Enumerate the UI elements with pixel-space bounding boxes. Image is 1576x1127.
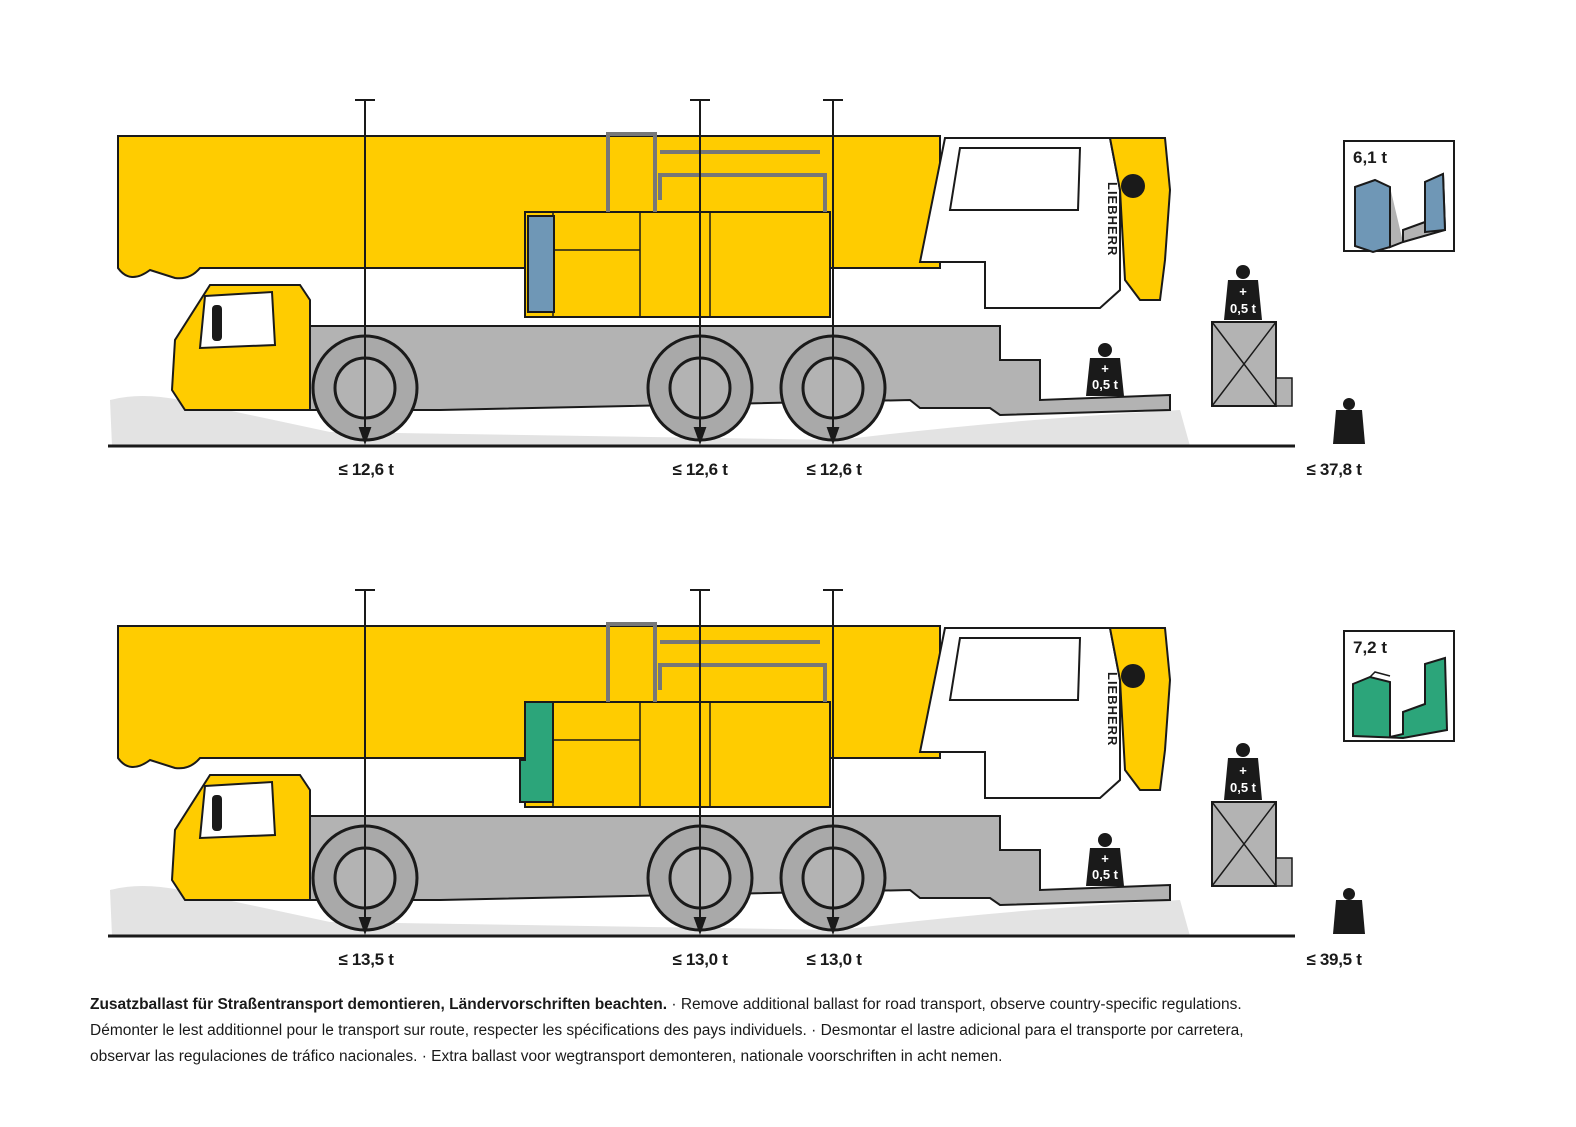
ballast-panel: 6,1 t bbox=[1343, 140, 1455, 254]
weight-outrigger: + 0,5 t bbox=[1086, 343, 1124, 396]
axle-arrow-1 bbox=[355, 99, 375, 445]
railing bbox=[606, 132, 827, 212]
liebherr-logo: LIEBHERR bbox=[1105, 672, 1120, 746]
weight-crate: + 0,5 t bbox=[1224, 265, 1262, 320]
weight-outrigger: + 0,5 t bbox=[1086, 833, 1124, 886]
total-weight: ≤ 37,8 t bbox=[1306, 460, 1362, 479]
caption: Zusatzballast für Straßentransport demon… bbox=[90, 992, 1290, 1070]
axle-arrow-3 bbox=[823, 99, 843, 445]
svg-text:+: + bbox=[1239, 284, 1247, 299]
liebherr-logo: LIEBHERR bbox=[1105, 182, 1120, 256]
superstructure bbox=[524, 701, 831, 808]
svg-text:0,5 t: 0,5 t bbox=[1092, 867, 1119, 882]
axle-load-2: ≤ 12,6 t bbox=[672, 460, 728, 479]
svg-text:0,5 t: 0,5 t bbox=[1230, 780, 1257, 795]
ballast-panel: 7,2 t bbox=[1343, 630, 1455, 742]
ballast-block-icon bbox=[1352, 656, 1449, 740]
ballast-on-crane bbox=[519, 701, 554, 803]
caption-text: · Remove additional ballast for road tra… bbox=[90, 996, 1244, 1065]
axle-arrow-1 bbox=[355, 589, 375, 935]
axle-arrow-2 bbox=[690, 99, 710, 445]
crane-side-view: LIEBHERR + 0,5 t + 0,5 t bbox=[108, 99, 1365, 448]
svg-text:+: + bbox=[1101, 361, 1109, 376]
railing bbox=[606, 622, 827, 702]
axle-load-2: ≤ 13,0 t bbox=[672, 950, 728, 969]
total-weight-icon bbox=[1333, 888, 1365, 934]
axle-load-3: ≤ 13,0 t bbox=[806, 950, 862, 969]
svg-text:0,5 t: 0,5 t bbox=[1092, 377, 1119, 392]
axle-load-1: ≤ 12,6 t bbox=[338, 460, 394, 479]
crane-config-1: LIEBHERR + 0,5 t + 0,5 t bbox=[0, 0, 1576, 480]
crane-side-view: LIEBHERR + 0,5 t + 0,5 t bbox=[108, 589, 1365, 938]
axle-arrow-2 bbox=[690, 589, 710, 935]
cab-window bbox=[198, 780, 277, 840]
axle-arrow-3 bbox=[823, 589, 843, 935]
ballast-weight: 6,1 t bbox=[1353, 148, 1388, 167]
caption-bold: Zusatzballast für Straßentransport demon… bbox=[90, 996, 668, 1013]
total-weight: ≤ 39,5 t bbox=[1306, 950, 1362, 969]
crane-config-2: LIEBHERR + 0,5 t + 0,5 t ≤ 13,5 t ≤ 13,0 bbox=[0, 490, 1576, 970]
weight-crate: + 0,5 t bbox=[1224, 743, 1262, 800]
svg-text:+: + bbox=[1239, 763, 1247, 778]
axle-load-3: ≤ 12,6 t bbox=[806, 460, 862, 479]
axle-load-1: ≤ 13,5 t bbox=[338, 950, 394, 969]
total-weight-icon bbox=[1333, 398, 1365, 444]
ballast-block-icon bbox=[1354, 172, 1447, 254]
svg-text:+: + bbox=[1101, 851, 1109, 866]
cab-window bbox=[198, 290, 277, 350]
ballast-weight: 7,2 t bbox=[1353, 638, 1388, 657]
superstructure bbox=[524, 211, 831, 318]
ballast-on-crane bbox=[527, 215, 555, 313]
svg-text:0,5 t: 0,5 t bbox=[1230, 301, 1257, 316]
